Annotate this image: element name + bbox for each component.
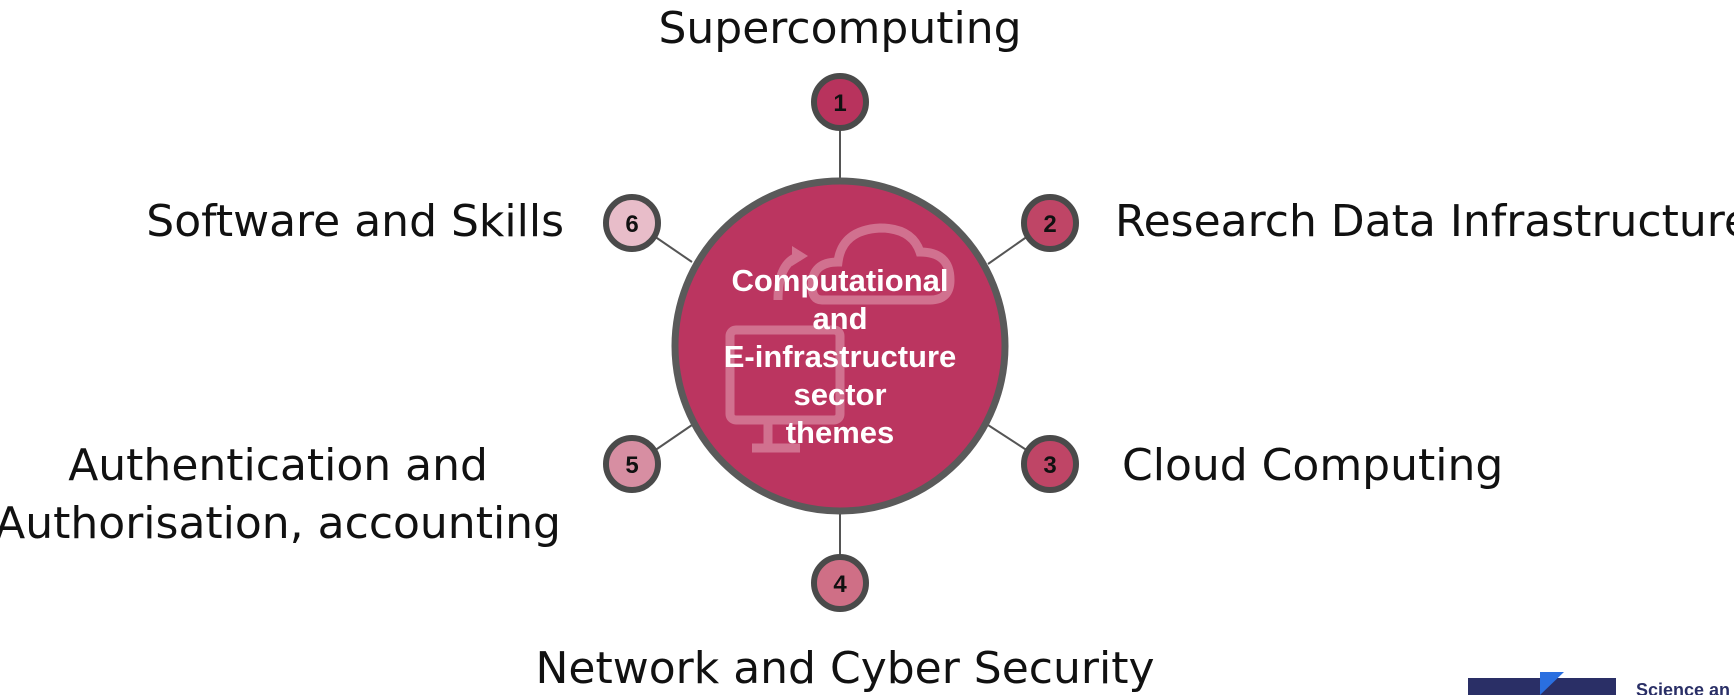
node-3-number: 3	[1043, 452, 1056, 479]
node-3: 3	[1021, 435, 1079, 493]
center-title-line: Computational	[731, 263, 949, 298]
node-4: 4	[811, 554, 869, 612]
theme-label-network-cyber-security: Network and Cyber Security	[535, 643, 1155, 694]
center-title-line: sector	[793, 377, 887, 412]
center-title-line: themes	[785, 415, 895, 450]
monitor-icon	[725, 325, 845, 453]
theme-label-line: Authorisation, accounting	[0, 498, 561, 549]
theme-label-supercomputing: Supercomputing	[658, 3, 1022, 54]
cloud-icon	[807, 223, 955, 305]
node-6-number: 6	[625, 211, 638, 238]
theme-label-software-skills: Software and Skills	[146, 196, 564, 247]
node-2: 2	[1021, 194, 1079, 252]
connector-6	[653, 235, 693, 263]
center-title-line: and	[812, 301, 868, 336]
theme-label-research-data-infrastructure: Research Data Infrastructure	[1115, 196, 1734, 247]
node-2-number: 2	[1043, 211, 1056, 238]
refresh-arrow-icon	[773, 246, 808, 301]
connector-3	[987, 424, 1029, 452]
connector-lines	[653, 128, 1029, 560]
node-1: 1	[811, 73, 869, 131]
theme-label-cloud-computing: Cloud Computing	[1122, 440, 1504, 491]
connector-5	[653, 424, 693, 452]
connector-2	[987, 235, 1029, 265]
center-title: Computational and E-infrastructure secto…	[680, 262, 1000, 452]
center-title-line: E-infrastructure	[723, 339, 957, 374]
center-icons	[725, 223, 955, 453]
node-5-number: 5	[625, 452, 638, 479]
node-4-number: 4	[833, 571, 847, 598]
theme-label-line: Authentication and	[68, 440, 488, 491]
theme-label-authentication: Authentication and Authorisation, accoun…	[0, 437, 561, 553]
logo-flag-icon	[1540, 672, 1564, 695]
node-1-number: 1	[833, 90, 846, 117]
logo-text: Science an	[1636, 680, 1731, 695]
node-5: 5	[603, 435, 661, 493]
node-6: 6	[603, 194, 661, 252]
